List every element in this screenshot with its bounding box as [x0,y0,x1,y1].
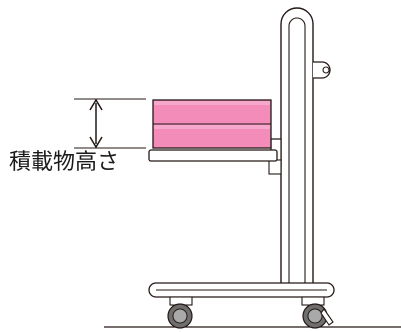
dimension-arrow-head-down [89,136,103,149]
bracket-lower-stub [268,159,282,175]
mast-handle-hole [322,66,330,74]
load-box-top-highlight [154,101,270,105]
platform-shelf [148,149,278,162]
mast-outer [280,7,314,283]
load-box-mid-highlight [154,125,270,129]
dimension-arrow-head-up [89,98,103,111]
right-caster-brake [320,308,334,326]
load-height-label: 積載物高さ [9,150,120,175]
mast-handle-tab [313,61,331,79]
left-caster-hub [172,308,188,324]
mast-inner [288,17,306,283]
right-caster-hub [307,308,323,324]
